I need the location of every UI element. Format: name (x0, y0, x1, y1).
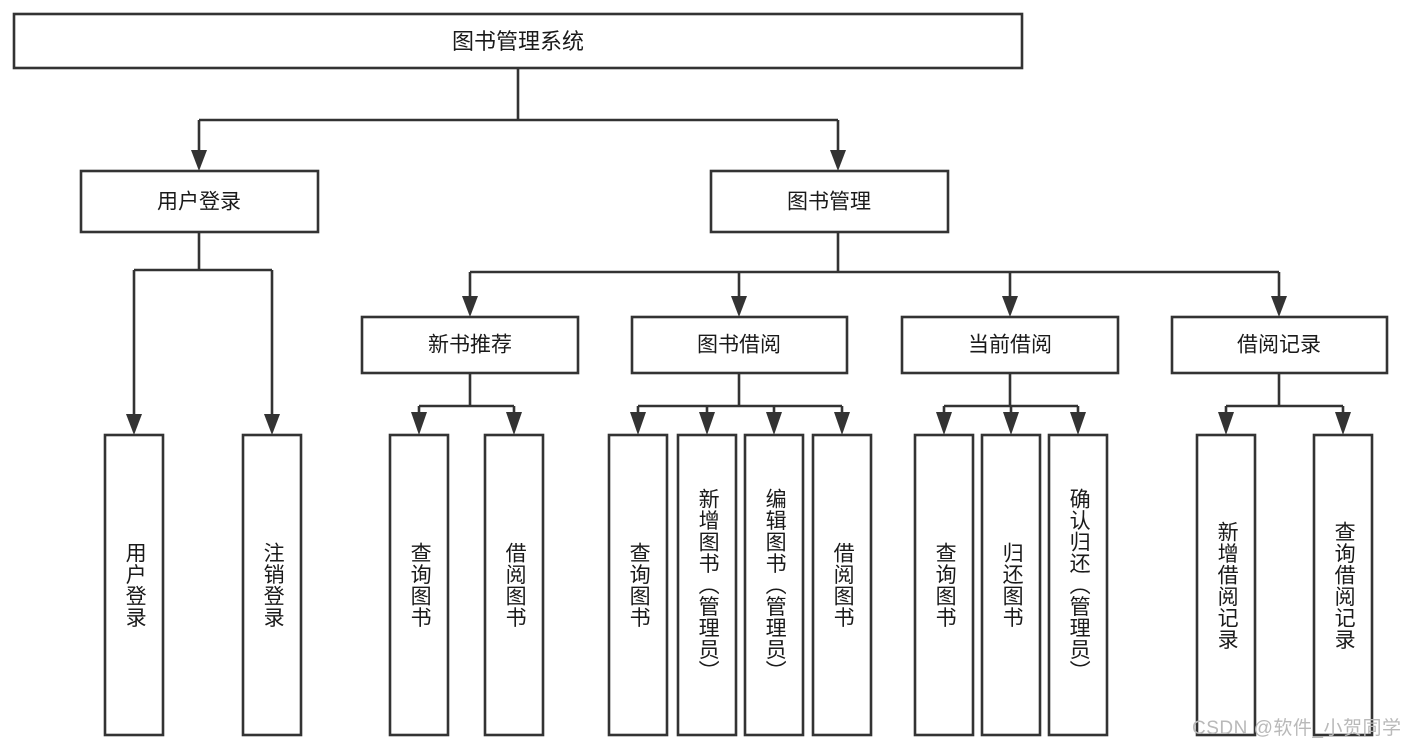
leaf-boxes-current-borrow (913, 433, 1109, 737)
leaf-box-user-login-login[interactable] (103, 433, 165, 737)
arrow-head-icon (936, 412, 952, 435)
arrow-head-icon (1070, 412, 1086, 435)
node-book-borrow[interactable]: 图书借阅 (630, 315, 849, 375)
node-root-label: 图书管理系统 (452, 29, 584, 54)
arrow-head-icon (1335, 412, 1351, 435)
leaf-box-currentborrow-return[interactable] (980, 433, 1042, 737)
leaf-box-bookborrow-add[interactable] (676, 433, 738, 737)
arrow-head-icon (630, 412, 646, 435)
node-book-management[interactable]: 图书管理 (709, 169, 950, 234)
connector-root-to-level2 (191, 68, 846, 171)
leaf-box-borrowrecord-query[interactable] (1312, 433, 1374, 737)
arrow-head-icon (411, 412, 427, 435)
node-user-login-label: 用户登录 (157, 191, 241, 214)
leaf-boxes-book-borrow (607, 433, 873, 737)
connector-userlogin-to-leaves (126, 232, 280, 435)
arrow-head-icon (834, 412, 850, 435)
connector-bookborrow-to-leaves (630, 373, 850, 435)
leaf-box-borrowrecord-add[interactable] (1195, 433, 1257, 737)
leaf-box-newbook-borrow[interactable] (483, 433, 545, 737)
arrow-head-icon (1003, 412, 1019, 435)
leaf-boxes-borrow-record (1195, 433, 1374, 737)
arrow-head-icon (699, 412, 715, 435)
leaf-box-bookborrow-query[interactable] (607, 433, 669, 737)
node-current-borrow-label: 当前借阅 (968, 334, 1052, 357)
node-user-login[interactable]: 用户登录 (79, 169, 320, 234)
arrow-head-icon (462, 296, 478, 317)
arrow-head-icon (126, 414, 142, 435)
node-borrow-record-label: 借阅记录 (1237, 334, 1321, 357)
leaf-box-bookborrow-borrow[interactable] (811, 433, 873, 737)
leaf-box-bookborrow-edit[interactable] (743, 433, 805, 737)
node-new-book-recommend-label: 新书推荐 (428, 334, 512, 357)
leaf-box-newbook-query[interactable] (388, 433, 450, 737)
connector-newbook-to-leaves (411, 373, 522, 435)
csdn-watermark: CSDN @软件_小贺同学 (1192, 718, 1402, 739)
connector-bookmgmt-to-level3 (462, 232, 1287, 317)
leaf-box-currentborrow-confirm[interactable] (1047, 433, 1109, 737)
arrow-head-icon (1218, 412, 1234, 435)
node-current-borrow[interactable]: 当前借阅 (900, 315, 1120, 375)
arrow-head-icon (1271, 296, 1287, 317)
node-new-book-recommend[interactable]: 新书推荐 (360, 315, 580, 375)
arrow-head-icon (731, 296, 747, 317)
arrow-head-icon (1002, 296, 1018, 317)
leaf-boxes-new-book-recommend (388, 433, 545, 737)
node-book-management-label: 图书管理 (787, 191, 871, 214)
node-book-borrow-label: 图书借阅 (697, 334, 781, 357)
arrow-head-icon (766, 412, 782, 435)
node-root[interactable]: 图书管理系统 (12, 12, 1024, 70)
arrow-head-icon (191, 150, 207, 171)
leaf-boxes-user-login (103, 433, 303, 737)
leaf-box-user-login-logout[interactable] (241, 433, 303, 737)
connector-borrowrecord-to-leaves (1218, 373, 1351, 435)
node-borrow-record[interactable]: 借阅记录 (1170, 315, 1389, 375)
leaf-box-currentborrow-query[interactable] (913, 433, 975, 737)
connector-currentborrow-to-leaves (936, 373, 1086, 435)
arrow-head-icon (506, 412, 522, 435)
arrow-head-icon (830, 150, 846, 171)
arrow-head-icon (264, 414, 280, 435)
